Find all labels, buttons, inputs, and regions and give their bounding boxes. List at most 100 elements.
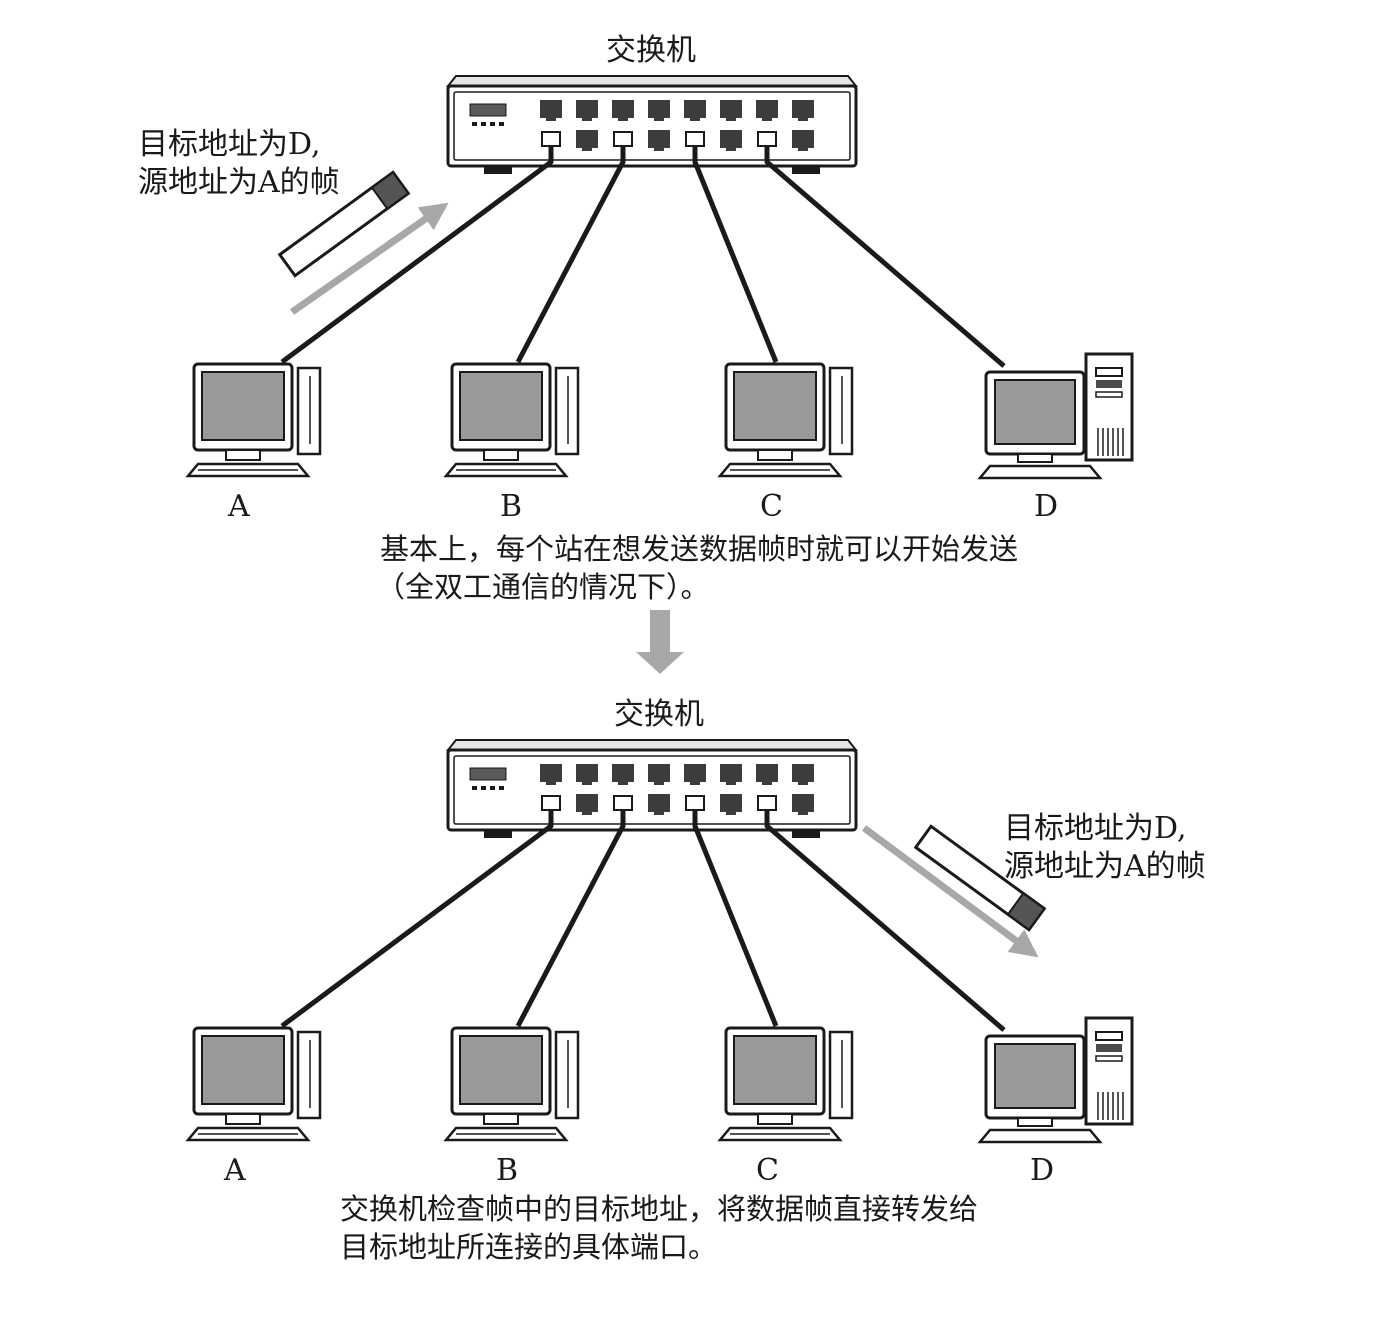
top-cable-d [764,146,1006,368]
top-switch-port-connected [685,131,705,147]
bottom-station-d-screen [994,1043,1076,1109]
top-station-c-monitor-stand [757,449,793,461]
top-switch-display [469,103,507,117]
top-switch-led [499,122,504,126]
bottom-frame-label-line1: 目标地址为D, [1004,811,1187,846]
top-station-d-keyboard [977,464,1103,480]
top-station-d-drive-bay [1095,367,1123,377]
bottom-switch-port-connected [757,795,777,811]
top-panel [185,75,1134,480]
top-switch-led [481,122,486,126]
bottom-station-d-keyboard [977,1128,1103,1144]
top-frame-header [370,170,410,211]
bottom-cable-d [764,810,1006,1032]
bottom-switch-port-connected [685,795,705,811]
bottom-switch-port [792,794,814,812]
bottom-frame-label-line2: 源地址为A的帧 [1004,849,1206,884]
top-switch-port [720,100,742,118]
top-station-a-tower [296,366,322,456]
top-station-b-screen [459,371,543,441]
bottom-caption-line2: 目标地址所连接的具体端口。 [340,1230,718,1264]
bottom-frame [913,824,1047,932]
top-frame-label-line1: 目标地址为D, [138,127,321,162]
bottom-switch-port [720,794,742,812]
top-station-b-monitor-stand [483,449,519,461]
bottom-switch-led [481,786,486,790]
top-station-d-screen [994,379,1076,445]
bottom-switch-port [576,794,598,812]
bottom-switch-port [756,764,778,782]
bottom-cable-c [692,810,779,1027]
top-switch-port [792,100,814,118]
bottom-switch-foot-right [792,830,820,838]
top-cable-c [692,146,779,363]
bottom-station-c-screen [733,1035,817,1105]
top-switch-port [648,100,670,118]
top-frame-label-line2: 源地址为A的帧 [138,165,340,200]
top-cable-b [515,146,626,364]
bottom-switch-port [648,794,670,812]
bottom-switch-foot-left [484,830,512,838]
bottom-cable-b [515,810,626,1028]
bottom-station-b-monitor-stand [483,1113,519,1125]
top-station-label-d: D [1034,489,1059,524]
bottom-frame-header [1006,891,1046,932]
bottom-station-b-tower [554,1030,580,1120]
top-station-d-drive-bay [1096,380,1122,388]
top-caption-line1: 基本上，每个站在想发送数据帧时就可以开始发送 [380,532,1019,566]
top-switch-foot-right [792,166,820,174]
bottom-switch-port [792,764,814,782]
bottom-switch-body [446,748,858,832]
bottom-station-d-drive-bay [1096,1044,1122,1052]
top-switch-port [684,100,706,118]
top-switch-port [756,100,778,118]
top-frame-arrow [289,202,449,315]
top-station-a-monitor-stand [225,449,261,461]
top-station-c-screen [733,371,817,441]
bottom-cable-a [280,810,554,1029]
top-station-label-a: A [228,489,250,524]
top-switch-port [576,100,598,118]
bottom-station-label-a: A [224,1153,246,1188]
bottom-switch-port [648,764,670,782]
top-cable-a [280,146,554,365]
bottom-station-d-drive-bay [1095,1031,1123,1041]
bottom-switch-led [472,786,477,790]
bottom-station-c-tower [828,1030,854,1120]
bottom-switch-port [540,764,562,782]
bottom-switch-led [490,786,495,790]
bottom-switch-display [469,767,507,781]
top-frame [277,170,411,278]
bottom-switch-port [720,764,742,782]
top-caption-line2: （全双工通信的情况下）。 [376,570,710,604]
top-switch-port [576,130,598,148]
top-switch-port-connected [757,131,777,147]
top-station-b-tower [554,366,580,456]
bottom-station-b-screen [459,1035,543,1105]
bottom-switch-port-connected [541,795,561,811]
bottom-station-a-screen [201,1035,285,1105]
top-switch-label: 交换机 [606,33,696,68]
top-station-d-monitor-stand [1017,453,1053,463]
top-switch-foot-left [484,166,512,174]
bottom-switch-port-connected [613,795,633,811]
bottom-station-c-monitor-stand [757,1113,793,1125]
top-switch-port [612,100,634,118]
bottom-station-d-drive-bay [1095,1055,1123,1062]
top-switch-port [792,130,814,148]
bottom-station-label-b: B [496,1153,519,1188]
bottom-switch-port [684,764,706,782]
top-switch-port [540,100,562,118]
top-switch-led [490,122,495,126]
top-station-label-c: C [760,489,783,524]
top-switch-port [720,130,742,148]
bottom-switch-port [576,764,598,782]
top-station-a-screen [201,371,285,441]
bottom-switch-led [499,786,504,790]
bottom-caption-line1: 交换机检查帧中的目标地址，将数据帧直接转发给 [340,1192,979,1226]
top-switch-body [446,84,858,168]
top-station-d-drive-bay [1095,391,1123,398]
bottom-station-label-c: C [756,1153,779,1188]
